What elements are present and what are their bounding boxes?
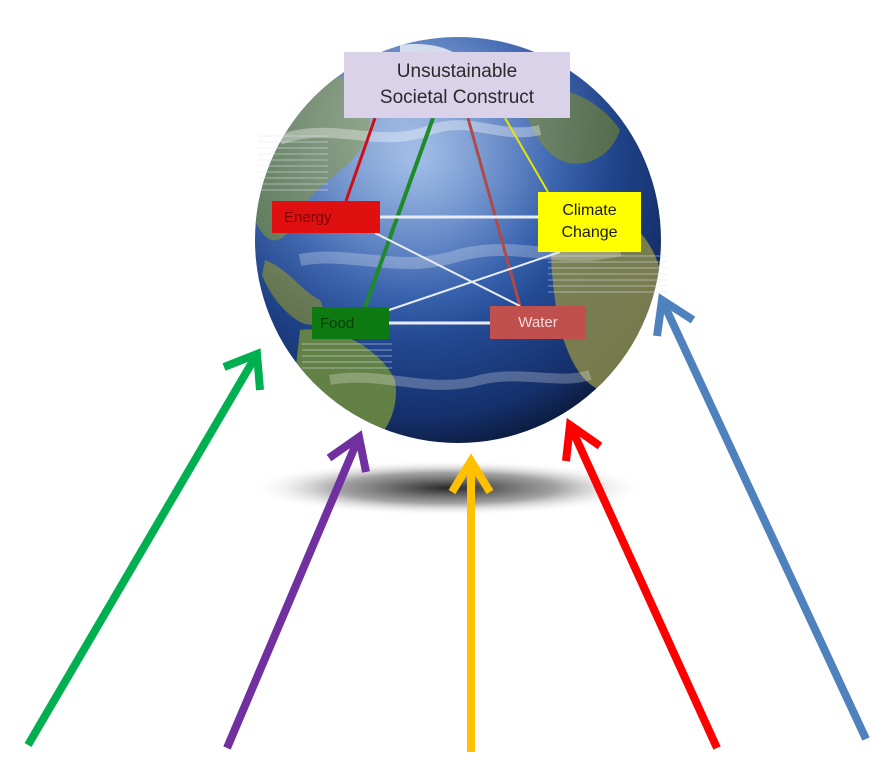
connector-energy-water bbox=[374, 232, 521, 307]
green-arrow bbox=[24, 348, 264, 748]
earth-globe bbox=[255, 37, 661, 443]
illegible-annotation-right bbox=[548, 255, 668, 295]
water-label: Water bbox=[518, 314, 558, 331]
unsustainable-societal-construct-box: Unsustainable Societal Construct bbox=[344, 52, 570, 118]
title-line-1: Unsustainable bbox=[396, 61, 518, 82]
connector-energy-title bbox=[344, 117, 377, 202]
connector-climate-title bbox=[504, 117, 549, 193]
connector-lines bbox=[344, 117, 561, 325]
red-arrow bbox=[562, 417, 721, 750]
illegible-annotation-left bbox=[258, 135, 328, 195]
energy-box: Energy bbox=[272, 201, 380, 233]
globe-shadow bbox=[248, 460, 648, 516]
connector-water-title bbox=[466, 117, 522, 307]
connector-food-title bbox=[363, 117, 435, 308]
climate-change-box: Climate Change bbox=[538, 192, 641, 252]
climate-line-1: Climate bbox=[562, 202, 617, 219]
connector-food-climate bbox=[388, 251, 561, 311]
water-box: Water bbox=[490, 306, 586, 339]
food-label: Food bbox=[320, 314, 355, 332]
food-box: Food bbox=[312, 307, 389, 339]
title-line-2: Societal Construct bbox=[379, 87, 535, 108]
external-arrows bbox=[24, 293, 870, 752]
energy-label: Energy bbox=[284, 208, 332, 226]
orange-arrow bbox=[448, 453, 494, 752]
illegible-annotation-bottom bbox=[302, 343, 392, 373]
blue-arrow bbox=[653, 293, 870, 741]
climate-line-2: Change bbox=[561, 224, 618, 241]
purple-arrow bbox=[223, 430, 370, 750]
